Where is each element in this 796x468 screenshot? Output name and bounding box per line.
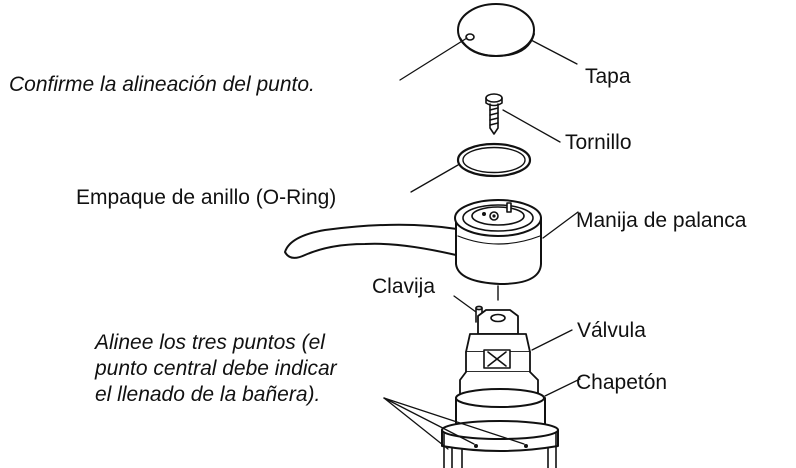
escutcheon-part <box>441 388 559 468</box>
align-note-line-2: punto central debe indicar <box>95 357 337 380</box>
screw-part <box>485 93 503 135</box>
escutcheon-label: Chapetón <box>576 371 668 394</box>
align-note: Alinee los tres puntos (el punto central… <box>95 330 337 408</box>
valve-label: Válvula <box>577 319 646 342</box>
confirm-dot-label: Confirme la alineación del punto. <box>9 73 315 96</box>
align-note-line-1: Alinee los tres puntos (el <box>95 331 325 354</box>
cap-label: Tapa <box>585 65 631 88</box>
lever-handle-part <box>284 199 542 285</box>
o-ring-part <box>456 142 532 178</box>
align-note-line-3: el llenado de la bañera). <box>95 383 321 406</box>
cap-part <box>457 3 535 57</box>
pin-label: Clavija <box>372 275 436 298</box>
leader-lines <box>383 37 581 450</box>
lever-handle-label: Manija de palanca <box>576 209 747 232</box>
valve-part <box>459 309 539 401</box>
screw-label: Tornillo <box>565 131 632 154</box>
o-ring-label: Empaque de anillo (O-Ring) <box>76 186 337 209</box>
